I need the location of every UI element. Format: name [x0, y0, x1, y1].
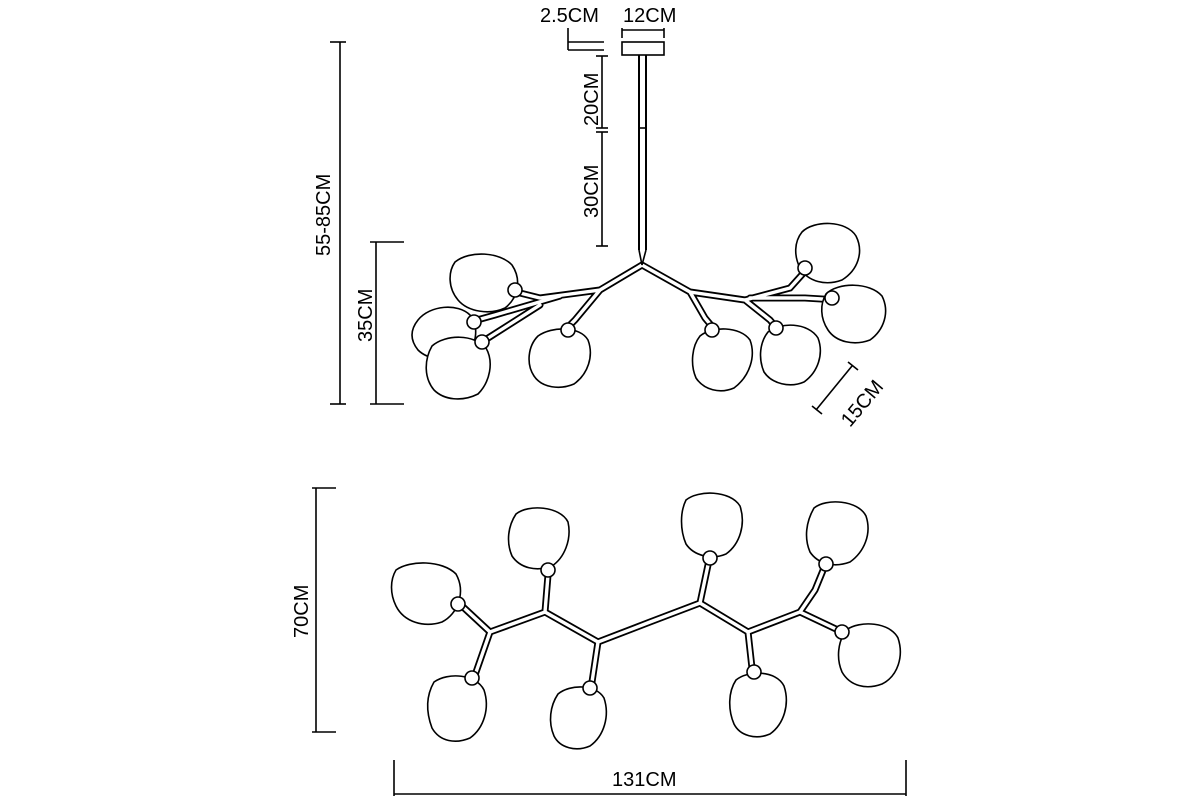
plan-branches — [458, 561, 842, 686]
globe-shade — [728, 672, 788, 738]
shade-size-label: 15CM — [837, 376, 888, 431]
canopy-width-dimension: 12CM — [621, 5, 676, 38]
socket — [540, 562, 556, 578]
depth-dimension: 70CM — [291, 487, 336, 733]
globe-shade — [507, 507, 570, 570]
globe-shade — [691, 328, 754, 392]
total-height-dimension: 55-85CM — [313, 41, 346, 405]
depth-label: 70CM — [291, 585, 313, 638]
total-height-label: 55-85CM — [313, 174, 335, 256]
side-branches — [466, 249, 842, 344]
socket — [560, 322, 576, 338]
side-shades — [411, 222, 887, 400]
socket — [464, 670, 480, 686]
globe-shade — [805, 501, 869, 566]
globe-shade — [759, 324, 822, 386]
ceiling-canopy — [621, 41, 665, 56]
rod-lower-dimension: 30CM — [581, 131, 608, 247]
socket — [746, 664, 762, 680]
globe-shade — [549, 686, 608, 750]
rod-lower-label: 30CM — [581, 165, 603, 218]
canopy-height-dimension: 2.5CM — [540, 5, 604, 51]
body-height-label: 35CM — [355, 289, 377, 342]
socket — [466, 314, 482, 330]
width-label: 131CM — [612, 769, 676, 791]
globe-shade — [449, 253, 519, 313]
globe-shade — [837, 623, 902, 688]
canopy-width-label: 12CM — [623, 5, 676, 27]
socket — [704, 322, 720, 338]
globe-shade — [426, 675, 488, 742]
socket — [797, 260, 813, 276]
socket — [768, 320, 784, 336]
socket — [582, 680, 598, 696]
rod-upper-dimension: 20CM — [581, 55, 608, 129]
plan-shades — [390, 492, 902, 750]
canopy-height-label: 2.5CM — [540, 5, 599, 27]
socket — [834, 624, 850, 640]
globe-shade — [425, 336, 491, 400]
socket — [507, 282, 523, 298]
rod-upper-label: 20CM — [581, 73, 603, 126]
socket — [474, 334, 490, 350]
socket — [818, 556, 834, 572]
socket — [824, 290, 840, 306]
plan-view: 70CM 131CM — [291, 487, 907, 796]
globe-shade — [528, 328, 592, 389]
socket — [450, 596, 466, 612]
shade-size-dimension: 15CM — [811, 361, 888, 431]
body-height-dimension: 35CM — [355, 241, 404, 405]
side-elevation: 2.5CM 12CM 20CM 30CM 55-85CM — [313, 5, 888, 431]
globe-shade — [390, 562, 462, 626]
socket — [702, 550, 718, 566]
globe-shade — [680, 492, 744, 558]
width-dimension: 131CM — [393, 760, 907, 796]
